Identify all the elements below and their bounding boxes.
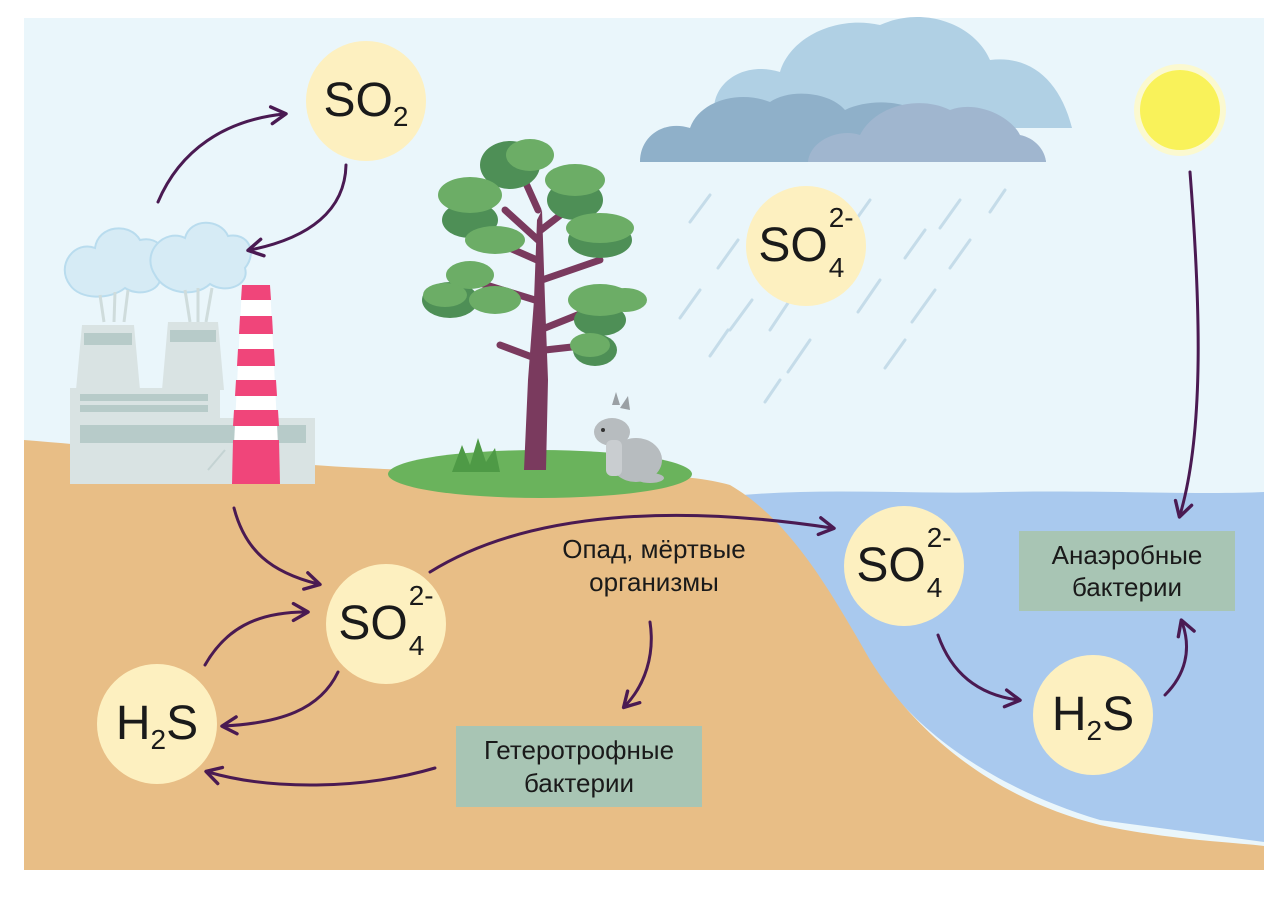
tree-icon <box>422 139 647 470</box>
sun-icon <box>1134 64 1226 156</box>
bubble-so4-rain <box>746 186 866 306</box>
arrow-so2-to-factory <box>246 163 348 258</box>
bubble-h2s-soil <box>97 664 217 784</box>
litter-label-line1: Опад, мёртвые <box>562 534 746 564</box>
arrow-so4-soil-to-so4-water <box>428 513 836 574</box>
bubble-so2-air <box>306 41 426 161</box>
arrow-h2s-to-so4-soil <box>203 601 310 667</box>
hetero-label-line2: бактерии <box>523 767 634 798</box>
arrow-factory-to-so4-soil <box>232 506 322 591</box>
arrow-factory-to-so2 <box>156 105 288 204</box>
bubble-so4-soil <box>326 564 446 684</box>
heterotrophic-bacteria-box: Гетеротрофные бактерии <box>456 726 702 807</box>
anaerobic-label-line2: бактерии <box>1071 572 1182 602</box>
litter-label-line2: организмы <box>589 566 719 597</box>
arrow-hetero-to-h2s <box>204 765 437 787</box>
arrow-sun-to-anaerobic <box>1173 170 1200 519</box>
arrow-so4-soil-to-h2s <box>220 670 340 736</box>
arrow-so4-water-to-h2s-water <box>936 633 1022 709</box>
rabbit-icon <box>594 392 664 483</box>
anaerobic-label-line1: Анаэробные <box>1051 539 1203 570</box>
soil-area <box>24 440 1264 870</box>
grass-tuft-icon <box>452 438 500 472</box>
cloud-front-icon <box>640 93 1046 162</box>
bubble-so4-water <box>844 506 964 626</box>
bubble-h2s-water <box>1033 655 1153 775</box>
arrow-h2s-water-to-anaerobic <box>1163 618 1196 697</box>
arrow-litter-to-hetero <box>621 620 653 710</box>
hetero-label-line1: Гетеротрофные <box>483 735 675 765</box>
rain-icon <box>678 188 1007 404</box>
factory-icon <box>63 221 315 484</box>
anaerobic-bacteria-box: Анаэробные бактерии <box>1019 531 1235 611</box>
litter-label: Опад, мёртвые организмы <box>540 533 768 598</box>
